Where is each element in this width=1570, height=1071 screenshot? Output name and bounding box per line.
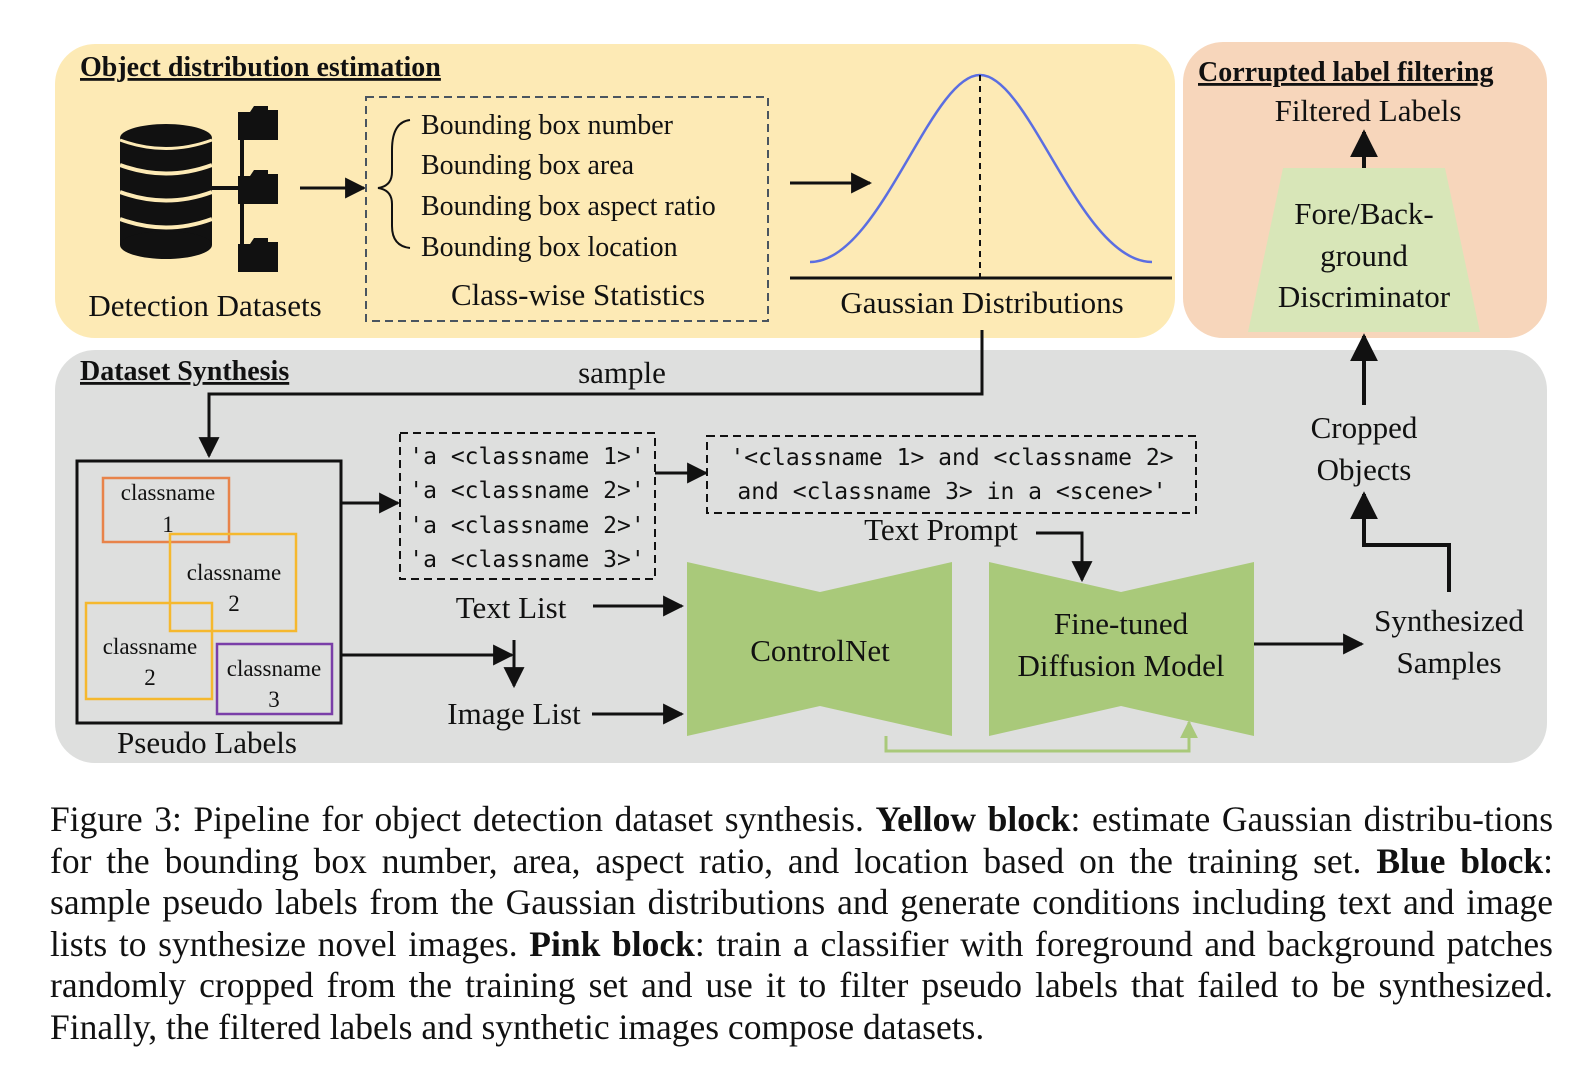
caption-blue-key: Blue block bbox=[1376, 840, 1544, 881]
text-list-box bbox=[399, 432, 656, 580]
caption-yellow-text: : estimate Gaussian distribu-tions for t… bbox=[50, 799, 1554, 881]
pseudo-labels-label: Pseudo Labels bbox=[117, 725, 297, 760]
pipeline-diagram: Object distribution estimation Detection… bbox=[55, 42, 1547, 763]
bbox-label: 2 bbox=[144, 665, 156, 690]
database-icon bbox=[119, 124, 213, 259]
object-distribution-heading: Object distribution estimation bbox=[80, 52, 441, 83]
folder-icon bbox=[238, 106, 278, 140]
figure-caption: Figure 3: Pipeline for object detection … bbox=[50, 799, 1553, 1048]
bbox-label: 3 bbox=[268, 687, 280, 712]
arrow-prompt-to-diffusion bbox=[1036, 531, 1093, 583]
discriminator-label: ground bbox=[1320, 238, 1408, 273]
cropped-label: Objects bbox=[1317, 452, 1412, 487]
discriminator-label: Discriminator bbox=[1278, 279, 1451, 314]
image-list-label: Image List bbox=[447, 696, 581, 731]
synthesized-label: Synthesized bbox=[1374, 603, 1524, 638]
caption-lead: Figure 3: Pipeline for object detection … bbox=[50, 799, 864, 839]
statistics-brace bbox=[377, 119, 411, 249]
bbox-label: classname bbox=[121, 480, 216, 505]
caption-pink-key: Pink block bbox=[529, 923, 695, 964]
prompt-line: '<classname 1> and <classname 2> bbox=[730, 445, 1173, 471]
statistics-label: Class-wise Statistics bbox=[451, 277, 705, 312]
diffusion-label: Fine-tuned bbox=[1054, 606, 1189, 641]
arrow-synthesized-to-cropped bbox=[1350, 491, 1451, 592]
gaussian-label: Gaussian Distributions bbox=[840, 285, 1123, 320]
dataset-synthesis-heading: Dataset Synthesis bbox=[80, 356, 289, 387]
folder-icon bbox=[238, 238, 278, 272]
controlnet-label: ControlNet bbox=[750, 633, 890, 668]
text-list-item: 'a <classname 2>' bbox=[409, 478, 644, 504]
discriminator-shape bbox=[1248, 168, 1480, 332]
controlnet-to-diffusion-connector bbox=[884, 720, 1198, 753]
text-list-item: 'a <classname 1>' bbox=[409, 444, 644, 470]
pseudo-labels-frame bbox=[75, 459, 343, 725]
caption-yellow-key: Yellow block bbox=[875, 799, 1071, 839]
text-list-label: Text List bbox=[456, 590, 567, 625]
filtered-labels: Filtered Labels bbox=[1275, 93, 1462, 128]
prompt-box bbox=[706, 435, 1197, 514]
discriminator-label: Fore/Back- bbox=[1294, 196, 1433, 231]
yellow-block bbox=[55, 44, 1175, 338]
bbox-label: 1 bbox=[162, 512, 174, 537]
bbox-label: classname bbox=[103, 634, 198, 659]
text-list-item: 'a <classname 2>' bbox=[409, 513, 644, 539]
cropped-label: Cropped bbox=[1311, 410, 1418, 445]
bbox-label: 2 bbox=[228, 591, 240, 616]
bbox-label: classname bbox=[227, 656, 322, 681]
datasets-label: Detection Datasets bbox=[88, 288, 321, 323]
controlnet-shape bbox=[687, 562, 952, 736]
diffusion-shape bbox=[989, 562, 1254, 736]
diffusion-label: Diffusion Model bbox=[1018, 648, 1225, 683]
bbox-classname-3 bbox=[215, 642, 334, 716]
statistic-item: Bounding box number bbox=[421, 110, 674, 141]
prompt-line: and <classname 3> in a <scene>' bbox=[737, 479, 1166, 505]
caption-pink-text: : train a classifier with foreground and… bbox=[50, 923, 1553, 1047]
bbox-classname-2 bbox=[84, 601, 214, 701]
sample-arrow bbox=[198, 330, 984, 459]
text-prompt-label: Text Prompt bbox=[864, 512, 1018, 547]
caption-blue-text: : sample pseudo labels from the Gaussian… bbox=[50, 840, 1554, 964]
bbox-label: classname bbox=[187, 560, 282, 585]
synthesized-label: Samples bbox=[1396, 645, 1501, 680]
bbox-classname-2 bbox=[168, 532, 298, 633]
statistic-item: Bounding box area bbox=[421, 150, 635, 181]
folder-icon bbox=[238, 170, 278, 204]
statistic-item: Bounding box location bbox=[421, 232, 678, 263]
text-list-item: 'a <classname 3>' bbox=[409, 547, 644, 573]
sample-label: sample bbox=[578, 355, 666, 390]
bbox-classname-1 bbox=[101, 476, 231, 544]
statistics-box bbox=[365, 96, 769, 322]
corrupted-filtering-heading: Corrupted label filtering bbox=[1198, 57, 1494, 88]
statistic-item: Bounding box aspect ratio bbox=[421, 191, 716, 222]
